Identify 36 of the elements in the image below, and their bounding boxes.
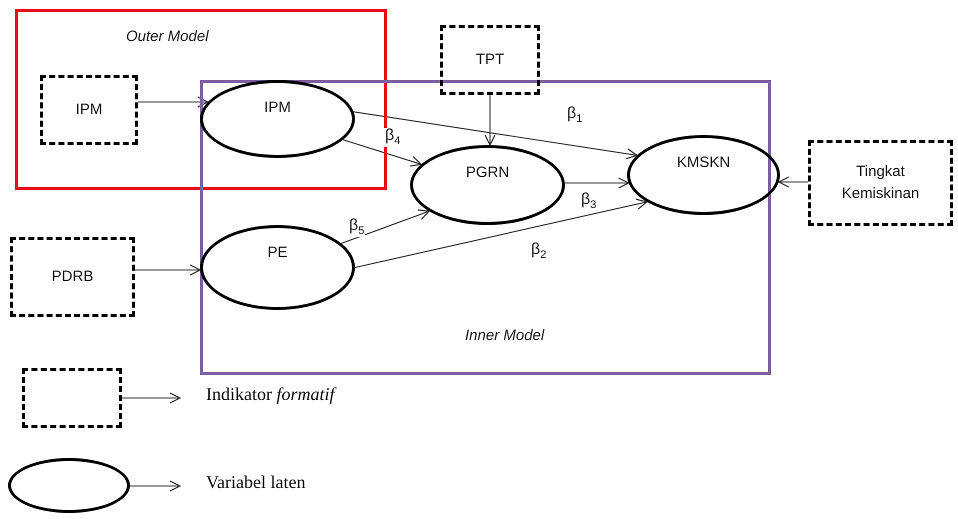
indicator-box bbox=[10, 237, 135, 317]
latent-variable-ellipse bbox=[200, 80, 355, 158]
edge-label: β$_{3}$ bbox=[580, 192, 598, 212]
arrow bbox=[130, 480, 181, 492]
legend-text: Indikator formatif bbox=[180, 384, 410, 412]
arrow bbox=[135, 264, 201, 276]
node-label: PGRN bbox=[466, 163, 510, 183]
arrow bbox=[354, 111, 638, 160]
arrow bbox=[342, 139, 422, 167]
node-label: IPM bbox=[76, 100, 102, 120]
arrow bbox=[341, 209, 430, 244]
node-label: PE bbox=[267, 243, 288, 263]
indicator-box bbox=[440, 25, 540, 95]
arrow bbox=[138, 96, 208, 108]
latent-variable-ellipse bbox=[8, 458, 130, 513]
arrow bbox=[122, 392, 181, 404]
latent-variable-ellipse bbox=[627, 135, 780, 215]
arrow bbox=[778, 176, 808, 188]
model-frame bbox=[15, 9, 387, 190]
frame-title: Inner Model bbox=[465, 327, 544, 344]
node-label: KMSKN bbox=[676, 153, 730, 173]
legend-text: Variabel laten bbox=[180, 472, 380, 500]
edge-label: β$_{5}$ bbox=[348, 218, 366, 238]
arrow bbox=[354, 198, 648, 268]
node-label: PDRB bbox=[52, 267, 94, 288]
indicator-box bbox=[808, 140, 953, 226]
node-label: Tingkat Kemiskinan bbox=[840, 162, 920, 204]
node-label: IPM bbox=[264, 98, 291, 118]
frame-title: Outer Model bbox=[126, 28, 209, 45]
node-label: TPT bbox=[476, 50, 504, 70]
indicator-box bbox=[40, 75, 138, 145]
arrow bbox=[484, 95, 496, 146]
latent-variable-ellipse bbox=[410, 145, 565, 225]
indicator-box bbox=[22, 368, 122, 428]
edge-label: β$_{4}$ bbox=[384, 128, 402, 148]
arrow bbox=[564, 177, 630, 189]
